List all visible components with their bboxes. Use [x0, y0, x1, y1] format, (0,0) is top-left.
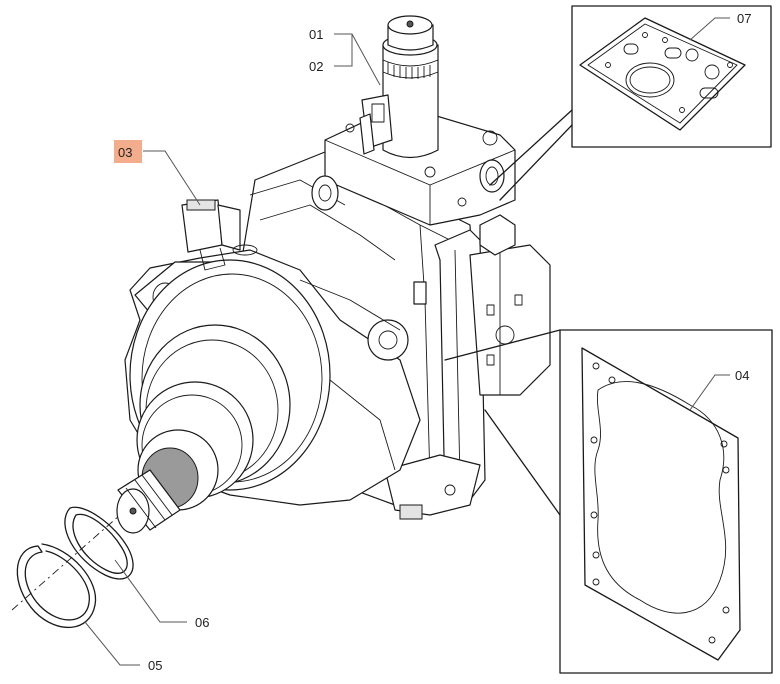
inset-07-pointer — [489, 109, 573, 201]
callout-04: 04 — [735, 368, 749, 383]
callout-label-05: 05 — [148, 658, 162, 673]
callout-02: 02 — [309, 59, 323, 74]
callout-03-highlight — [114, 140, 142, 163]
spacer-ring-06 — [64, 506, 134, 580]
inset-04-gasket — [559, 329, 773, 674]
hydraulic-motor-assembly — [116, 15, 551, 534]
inset-04-pointer — [444, 329, 561, 516]
callout-label-04: 04 — [735, 368, 749, 383]
callout-label-01: 01 — [309, 27, 323, 42]
callout-06: 06 — [195, 615, 209, 630]
snap-ring-05 — [16, 543, 97, 628]
callout-07: 07 — [737, 11, 751, 26]
leader-lines — [84, 17, 730, 666]
callout-03: 03 — [114, 140, 142, 163]
callout-label-02: 02 — [309, 59, 323, 74]
callout-05: 05 — [148, 658, 162, 673]
callout-01: 01 — [309, 27, 323, 42]
callout-label-07: 07 — [737, 11, 751, 26]
callout-label-06: 06 — [195, 615, 209, 630]
callout-label-03: 03 — [118, 145, 132, 160]
inset-07-gasket — [571, 5, 772, 148]
